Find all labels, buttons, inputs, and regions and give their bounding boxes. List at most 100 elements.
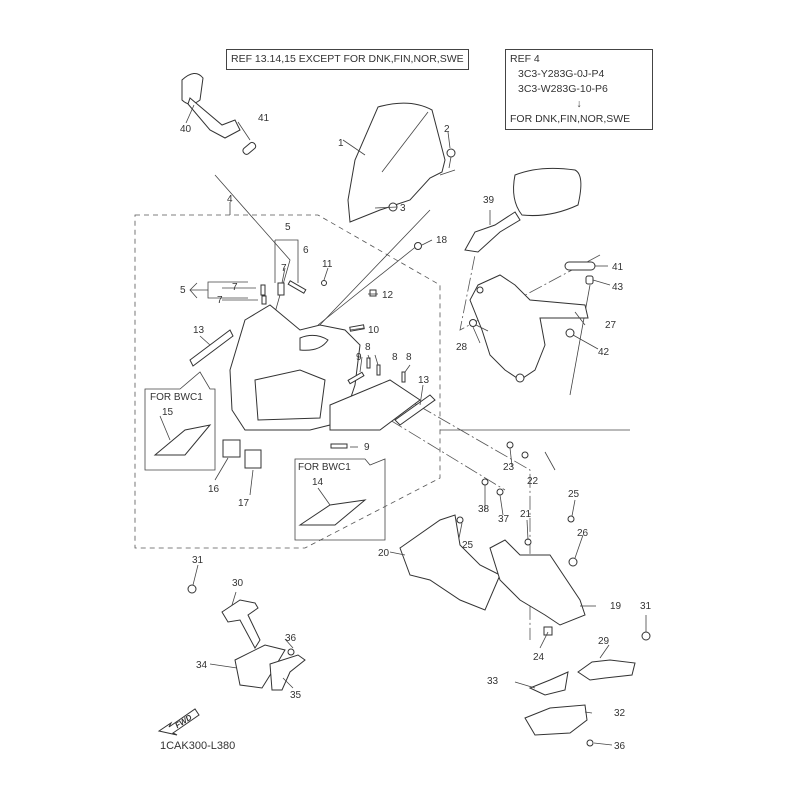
callout-33: 33 [487,676,499,687]
callout-21: 21 [520,509,532,520]
reference-lines [214,174,630,640]
callout-7-top: 7 [281,263,287,274]
callout-18: 18 [436,235,448,246]
bolt-part-28[interactable] [469,319,489,332]
diagram-code: 1CAK300-L380 [160,740,236,752]
callout-17: 17 [238,498,250,509]
callout-29: 29 [598,636,610,647]
stay-bracket-part-27[interactable] [469,274,589,383]
bolt-part-31-right[interactable] [641,631,651,641]
callout-34: 34 [196,660,208,671]
bolt-part-31-left[interactable] [187,584,197,594]
callout-20: 20 [378,548,390,559]
callout-36-right: 36 [614,741,626,752]
callout-4: 4 [227,194,233,205]
grommet-part-11[interactable] [321,280,327,286]
callout-42: 42 [598,347,610,358]
mirror-right-part-39[interactable] [464,167,582,253]
callout-28: 28 [456,342,468,353]
bracket-part-30[interactable] [221,599,261,649]
callout-41-left: 41 [258,113,270,124]
callout-41-right: 41 [612,262,624,273]
callout-43: 43 [612,282,624,293]
variant-box-left: FOR BWC1 [144,371,216,471]
callout-6: 6 [303,245,309,256]
callout-32: 32 [614,708,626,719]
callout-27: 27 [605,320,617,331]
callout-12: 12 [382,290,394,301]
ref4-part-2: 3C3-W283G-10-P6 [518,83,608,95]
ref4-part-1: 3C3-Y283G-0J-P4 [518,68,605,80]
variant-box-right-label: FOR BWC1 [298,462,351,473]
variant-box-left-label: FOR BWC1 [150,392,203,403]
stripes-part-8[interactable] [366,357,406,383]
callout-labels: 1 2 3 4 5 5 6 7 7 7 8 8 8 9 9 10 11 12 1… [162,113,652,752]
strips-part-9[interactable] [330,371,365,449]
callout-9-low: 9 [364,442,370,453]
bracket-part-32[interactable] [524,704,588,736]
collar-part-43[interactable] [585,275,594,285]
callout-15: 15 [162,407,174,418]
mirror-bracket-part-41-left[interactable] [242,141,257,155]
mirror-left-part-40[interactable] [181,73,241,139]
variant-box-right: FOR BWC1 [294,458,386,541]
callout-10: 10 [368,325,380,336]
callout-3: 3 [400,203,406,214]
under-cowl-part-19[interactable] [489,539,586,626]
screw-part-2[interactable] [446,148,456,169]
callout-2: 2 [444,124,450,135]
callout-1: 1 [338,138,344,149]
bracket-part-33[interactable] [528,671,569,696]
callout-14: 14 [312,477,324,488]
callout-8-a: 8 [365,342,371,353]
nut-part-36-right[interactable] [586,739,594,747]
callout-22: 22 [527,476,539,487]
callout-39: 39 [483,195,495,206]
callout-13-right: 13 [418,375,430,386]
ref-except-text: REF 13.14,15 EXCEPT FOR DNK,FIN,NOR,SWE [231,53,464,65]
cover-part-17[interactable] [244,449,262,469]
callout-30: 30 [232,578,244,589]
mirror-bracket-part-41-right[interactable] [564,261,596,271]
callout-38: 38 [478,504,490,515]
callout-9-top: 9 [356,352,362,363]
ref4-note: REF 4 3C3-Y283G-0J-P4 3C3-W283G-10-P6 ↓ … [505,49,653,130]
callout-8-c: 8 [406,352,412,363]
callout-5-top: 5 [285,222,291,233]
callout-5-left: 5 [180,285,186,296]
switch-part-16[interactable] [222,439,241,458]
emblem-part-13-left[interactable] [189,329,234,367]
callout-25-right: 25 [568,489,580,500]
ref4-arrow-icon: ↓ [576,98,582,110]
bracket-part-35[interactable] [269,654,306,691]
callout-24: 24 [533,652,545,663]
clip-part-12[interactable] [369,289,377,297]
callout-16: 16 [208,484,220,495]
nut-part-42[interactable] [565,328,575,338]
callout-35: 35 [290,690,302,701]
stickers-part-7-set[interactable] [260,280,307,305]
ref4-countries: FOR DNK,FIN,NOR,SWE [510,113,631,125]
callout-31-right: 31 [640,601,652,612]
nut-part-36-left[interactable] [287,648,295,656]
callout-26: 26 [577,528,589,539]
front-cowling[interactable] [229,304,421,431]
leader-lines [159,104,647,746]
callout-36-left: 36 [285,633,297,644]
callout-7-low: 7 [217,295,223,306]
callout-11: 11 [322,259,333,270]
callout-31-left: 31 [192,555,204,566]
callout-19: 19 [610,601,622,612]
screw-part-18[interactable] [414,242,422,250]
callout-7-mid: 7 [232,282,238,293]
bracket-part-29[interactable] [577,659,636,681]
callout-13-left: 13 [193,325,205,336]
callout-25-left: 25 [462,540,474,551]
assembly-boundary-4 [134,214,441,549]
ref-except-note: REF 13.14,15 EXCEPT FOR DNK,FIN,NOR,SWE [226,49,469,70]
under-cowl-part-20[interactable] [399,514,501,611]
callout-8-b: 8 [392,352,398,363]
emblem-part-13-right[interactable] [394,394,436,426]
windscreen-part-1[interactable] [347,102,456,223]
